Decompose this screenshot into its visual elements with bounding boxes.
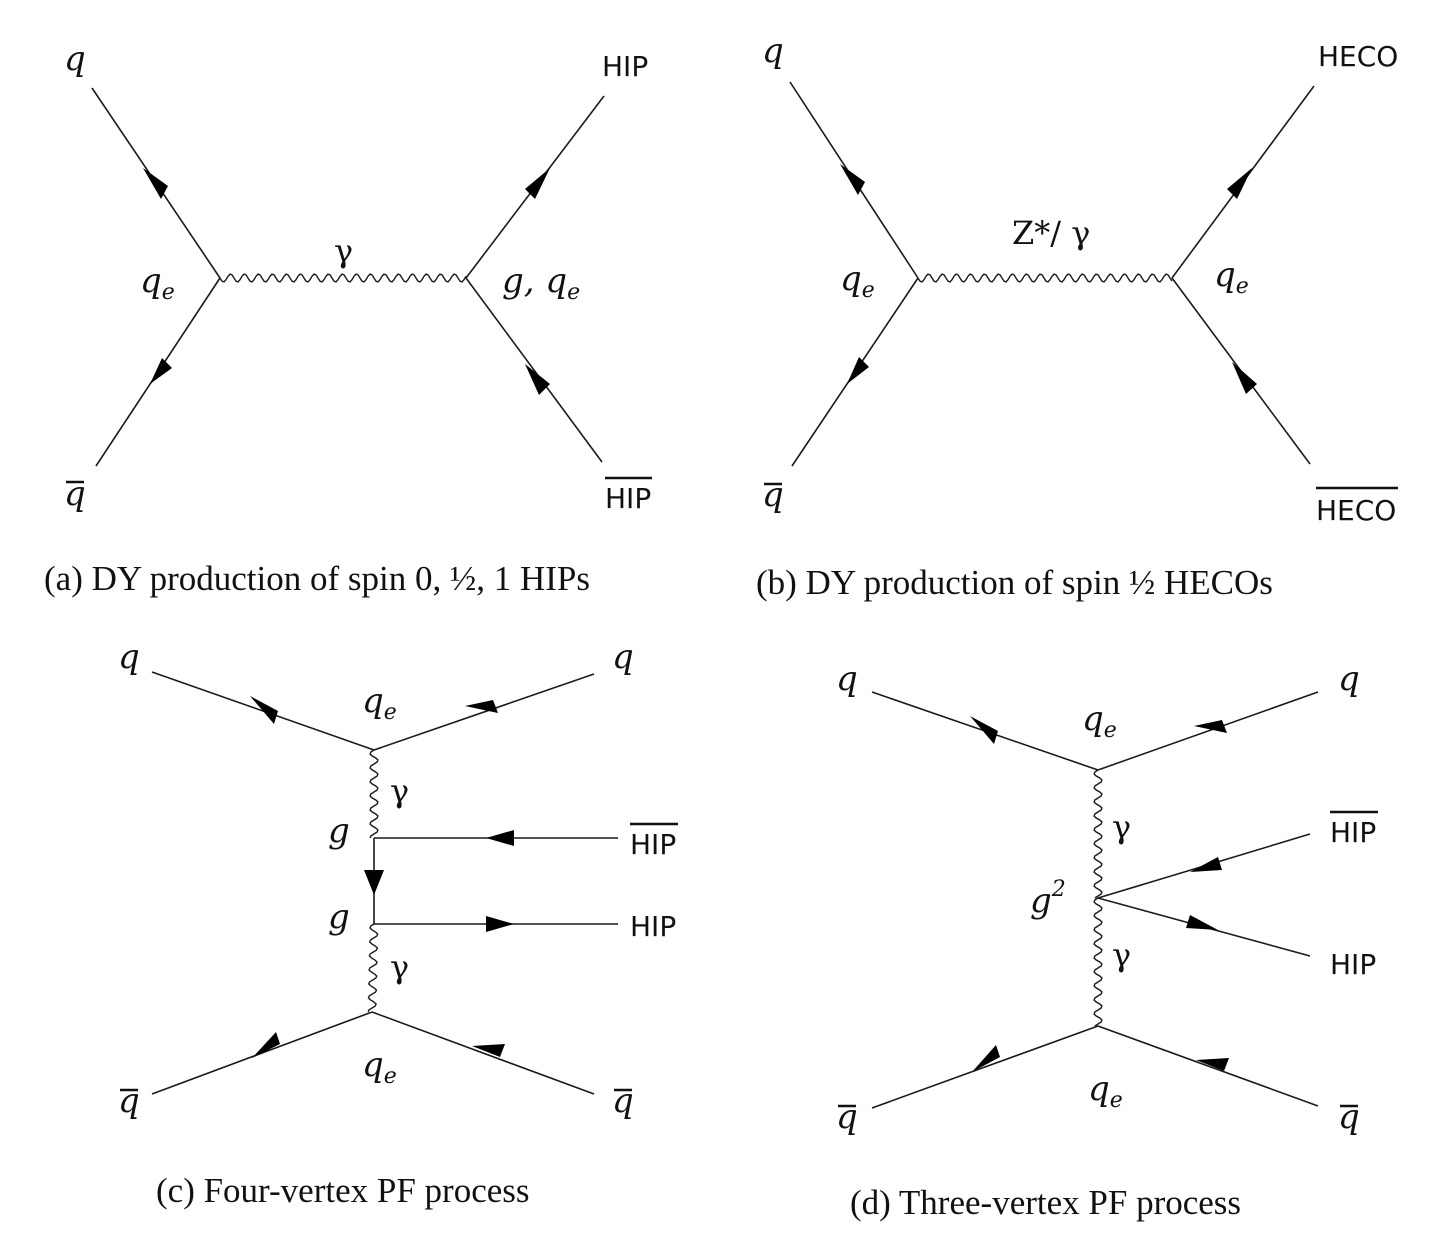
d-arrow-antiquark-out — [1196, 1058, 1229, 1071]
b-label-q: q — [762, 31, 784, 71]
c-label-hip: HIP — [630, 910, 676, 943]
a-arrow-quark — [143, 168, 168, 199]
a-label-hip: HIP — [602, 50, 648, 83]
caption-d: (d) Three-vertex PF process — [850, 1183, 1241, 1222]
b-arrow-quark — [840, 164, 865, 195]
d-arrow-quark-in — [970, 716, 998, 744]
d-label-gamma-top: γ — [1112, 808, 1131, 846]
d-incoming-antiquark-line — [871, 1025, 1099, 1109]
d-label-qbar-left: q — [836, 1097, 858, 1137]
c-label-antihip: HIP — [630, 828, 676, 861]
c-label-qe-top: qe — [362, 681, 397, 725]
d-outgoing-quark-line — [1097, 691, 1319, 771]
c-arrow-propagator — [364, 870, 384, 895]
a-label-qe: qe — [140, 261, 175, 305]
a-label-gamma: γ — [334, 232, 353, 270]
c-label-qe-bottom: qe — [362, 1045, 397, 1089]
c-arrow-quark-in — [250, 696, 278, 724]
b-arrow-antiheco — [1232, 362, 1257, 394]
diagram-a: q q qe γ g, qe HIP HIP — [64, 39, 652, 515]
b-arrow-heco — [1227, 168, 1252, 199]
c-outgoing-antiquark-line — [371, 1011, 595, 1095]
d-label-gamma-bottom: γ — [1112, 936, 1131, 974]
c-label-gamma-top: γ — [390, 772, 409, 810]
a-label-antihip: HIP — [605, 482, 651, 515]
c-label-g-bottom: g — [328, 897, 350, 937]
a-photon-propagator — [219, 273, 467, 283]
d-arrow-antihip — [1190, 857, 1222, 872]
c-label-qbar-left: q — [118, 1081, 140, 1121]
d-label-q-right: q — [1338, 659, 1360, 699]
caption-b: (b) DY production of spin ½ HECOs — [756, 563, 1273, 602]
b-label-antiheco: HECO — [1316, 494, 1396, 527]
a-arrow-antihip — [525, 364, 550, 395]
diagram-b: q q qe Z*/ γ qe HECO HECO — [762, 31, 1398, 527]
b-label-qe-left: qe — [840, 259, 875, 303]
c-upper-photon — [369, 749, 379, 839]
c-arrow-quark-out — [465, 700, 498, 713]
b-arrow-antiquark — [847, 357, 869, 384]
c-arrow-antiquark-out — [472, 1044, 505, 1057]
diagram-d: q q qe γ g2 HIP HIP γ qe q q — [836, 659, 1378, 1137]
c-arrow-antiquark-in — [252, 1032, 280, 1058]
d-outgoing-antiquark-line — [1097, 1025, 1319, 1107]
b-label-qe-right: qe — [1214, 255, 1249, 299]
b-label-heco: HECO — [1318, 40, 1398, 73]
d-arrow-quark-out — [1194, 720, 1227, 733]
d-label-qe-top: qe — [1082, 699, 1117, 743]
a-label-qbar: q — [64, 474, 86, 514]
a-label-g-qe: g, qe — [502, 261, 580, 305]
diagram-c: q q qe γ g HIP g HIP γ qe q q — [118, 637, 678, 1121]
c-label-q-right: q — [612, 637, 634, 677]
d-upper-photon — [1093, 769, 1103, 899]
d-lower-photon — [1093, 897, 1103, 1027]
c-arrow-antihip — [486, 830, 514, 846]
d-arrow-hip — [1186, 915, 1218, 930]
b-propagator — [917, 273, 1173, 283]
c-label-qbar-right: q — [612, 1081, 634, 1121]
a-label-q: q — [64, 39, 86, 79]
c-label-gamma-bottom: γ — [390, 948, 409, 986]
b-label-qbar: q — [762, 475, 784, 515]
d-label-qe-bottom: qe — [1088, 1069, 1123, 1113]
d-label-g2: g2 — [1030, 877, 1066, 921]
c-outgoing-quark-line — [373, 673, 595, 751]
c-label-g-top: g — [328, 811, 350, 851]
caption-c: (c) Four-vertex PF process — [156, 1171, 530, 1210]
b-label-z-gamma: Z*/ γ — [1012, 214, 1090, 252]
d-label-antihip: HIP — [1330, 816, 1376, 849]
c-lower-photon — [367, 923, 379, 1013]
d-label-q-left: q — [836, 659, 858, 699]
c-label-q-left: q — [118, 637, 140, 677]
a-arrow-antiquark — [150, 358, 172, 384]
d-label-qbar-right: q — [1338, 1097, 1360, 1137]
caption-a: (a) DY production of spin 0, ½, 1 HIPs — [44, 559, 590, 598]
c-arrow-hip — [486, 916, 514, 932]
d-label-hip: HIP — [1330, 948, 1376, 981]
a-outgoing-antihip-line — [465, 277, 603, 463]
a-arrow-hip — [525, 168, 550, 199]
d-arrow-antiquark-in — [972, 1045, 1000, 1072]
